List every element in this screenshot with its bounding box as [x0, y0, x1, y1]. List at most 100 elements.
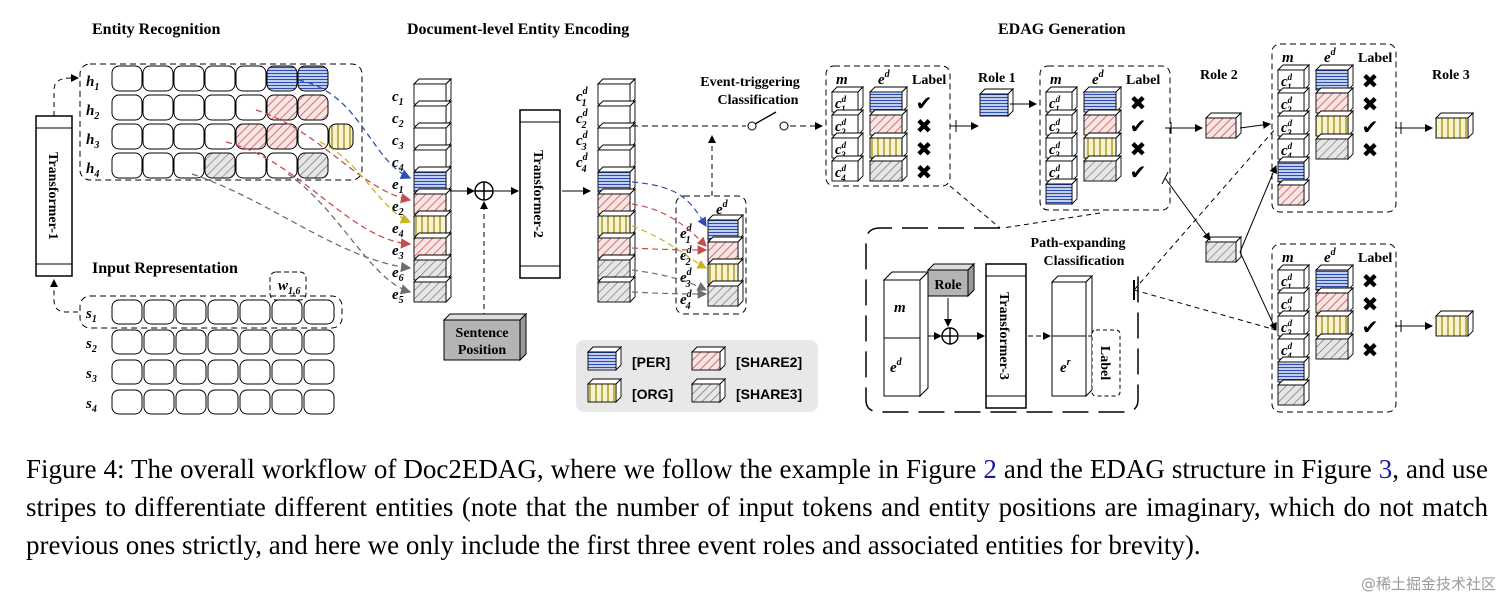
h-token [173, 152, 205, 179]
m-cell [830, 131, 865, 160]
s-token [303, 299, 335, 325]
title-document-encoding: Document-level Entity Encoding [407, 21, 629, 38]
sentence-position-box: Sentence Position [442, 312, 528, 362]
event-triggering-label: Event-triggering [700, 75, 800, 90]
c-label: c4 [392, 155, 404, 174]
s-token [271, 389, 303, 415]
ed-cell [1082, 154, 1123, 183]
figure-ref-2[interactable]: 2 [983, 454, 997, 484]
label-header: Label [912, 73, 946, 88]
path-expanding-label: Path-expanding [1031, 236, 1126, 251]
h-token [111, 152, 143, 179]
m-cell [1044, 85, 1079, 114]
h-token [266, 152, 298, 179]
s-token [207, 359, 239, 385]
ed-cell [706, 279, 745, 308]
transformer-2-block: Transformer-2 [519, 109, 561, 279]
edag-connectors [949, 100, 1433, 332]
cross-icon: ✖ [1362, 138, 1379, 162]
cross-icon: ✖ [1362, 292, 1379, 316]
svg-text:Position: Position [458, 343, 506, 358]
entity-token-stack [412, 77, 453, 304]
h-token [142, 65, 174, 92]
legend-swatch-org [586, 377, 623, 404]
s-token [111, 299, 143, 325]
svg-text:ed: ed [890, 357, 903, 376]
cross-icon: ✖ [916, 114, 933, 138]
h-token [235, 65, 267, 92]
s-token [143, 329, 175, 355]
stack-b-cell [596, 77, 637, 106]
ed-header: ed [1324, 247, 1337, 266]
c-label: c2 [392, 111, 404, 130]
ed-cell [1314, 263, 1355, 292]
stack-b-cell [596, 253, 637, 282]
h-token [297, 65, 329, 92]
e-label: e2 [392, 199, 404, 218]
svg-text:Transformer-3: Transformer-3 [996, 292, 1011, 380]
e-label: e1 [392, 177, 404, 196]
s-token [207, 329, 239, 355]
legend-label-org: [ORG] [632, 386, 673, 402]
label-header: Label [1126, 73, 1160, 88]
h-token [173, 94, 205, 121]
watermark: @稀土掘金技术社区 [1360, 575, 1496, 593]
h-label-3: h3 [86, 132, 99, 151]
stack-b-cell [596, 99, 637, 128]
svg-text:er: er [1060, 357, 1071, 376]
m-cell [1276, 286, 1311, 315]
h-token [266, 123, 298, 150]
check-icon: ✔ [1362, 115, 1379, 139]
m-cell [830, 108, 865, 137]
h-token [297, 152, 329, 179]
legend-label-share3: [SHARE3] [736, 386, 802, 402]
stack-a-cell [412, 187, 453, 216]
path-expanding-module: Path-expanding Classification m ed Role … [865, 227, 1139, 413]
ed-header: ed [1092, 69, 1105, 88]
s-token [271, 329, 303, 355]
check-icon: ✔ [1130, 114, 1147, 138]
h-token [235, 152, 267, 179]
h-token [173, 65, 205, 92]
s-token [239, 359, 271, 385]
m-cell [1276, 109, 1311, 138]
token-w16-label: w1,6 [278, 278, 301, 297]
h-token [297, 94, 329, 121]
h-token [266, 65, 298, 92]
ed-header: ed [878, 69, 891, 88]
s-token [207, 299, 239, 325]
legend-swatch-share3 [690, 377, 727, 404]
m-cell [1276, 63, 1311, 92]
cross-icon: ✖ [1362, 92, 1379, 116]
ed-cell [868, 108, 909, 137]
m-cell [1044, 131, 1079, 160]
ed-cell [868, 85, 909, 114]
label-header: Label [1358, 251, 1392, 266]
s-token [175, 299, 207, 325]
legend-label-share2: [SHARE2] [736, 354, 802, 370]
document-entity-stack [596, 77, 637, 304]
pooled-entity-stack [706, 213, 745, 308]
h-label-1: h1 [86, 74, 99, 93]
ed-cell [1082, 85, 1123, 114]
m-cell [1276, 309, 1311, 338]
ed-cell [1314, 286, 1355, 315]
s-label-2: s2 [85, 336, 97, 355]
legend-swatch-share2 [690, 345, 727, 372]
h-token [204, 123, 236, 150]
figure-ref-3[interactable]: 3 [1378, 454, 1393, 484]
entity-mention-arrows [191, 79, 412, 295]
